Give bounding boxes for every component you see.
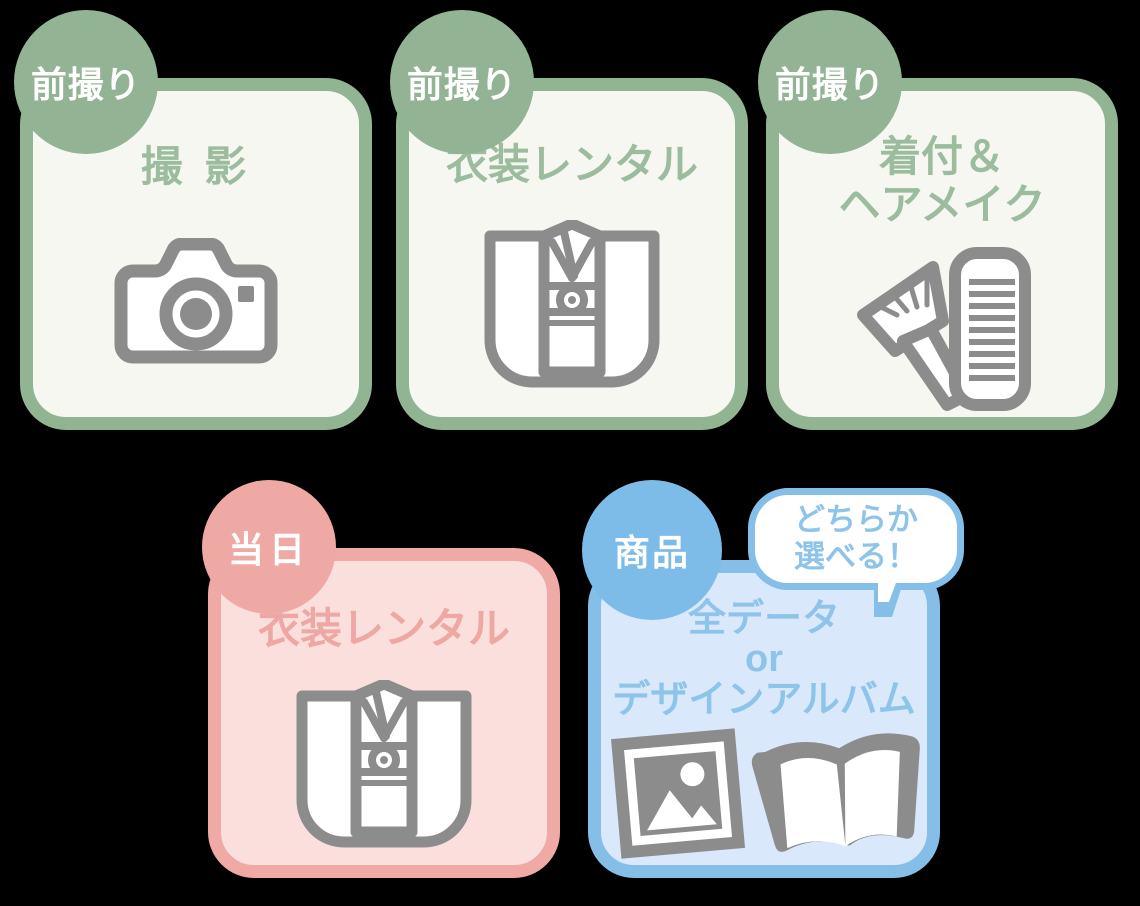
kimono-icon	[221, 680, 547, 851]
card-dressing-hairmake[interactable]: 着付＆ ヘアメイク	[766, 78, 1118, 430]
camera-icon	[33, 233, 359, 373]
badge-product: 商品	[582, 480, 722, 620]
badge-shooting: 前撮り	[14, 10, 158, 154]
badge-dressing-hairmake: 前撮り	[758, 10, 902, 154]
bubble-tail-inner	[878, 580, 897, 602]
card-costume-rental-day[interactable]: 衣装レンタル	[208, 548, 560, 878]
photo-album-icon	[601, 723, 927, 863]
card-shooting[interactable]: 撮 影	[20, 78, 372, 430]
card-title-dressing-hairmake: 着付＆ ヘアメイク	[838, 133, 1046, 228]
card-title-product: 全データ or デザインアルバム	[612, 598, 916, 721]
brush-comb-icon	[779, 243, 1105, 415]
card-title-shooting: 撮 影	[140, 143, 252, 190]
card-title-costume-rental-day: 衣装レンタル	[257, 605, 510, 652]
bubble-choose: どちらか 選べる！	[748, 488, 964, 590]
badge-costume-rental-day: 当日	[202, 480, 336, 614]
kimono-icon	[409, 220, 735, 391]
badge-costume-rental-pre: 前撮り	[390, 10, 534, 154]
